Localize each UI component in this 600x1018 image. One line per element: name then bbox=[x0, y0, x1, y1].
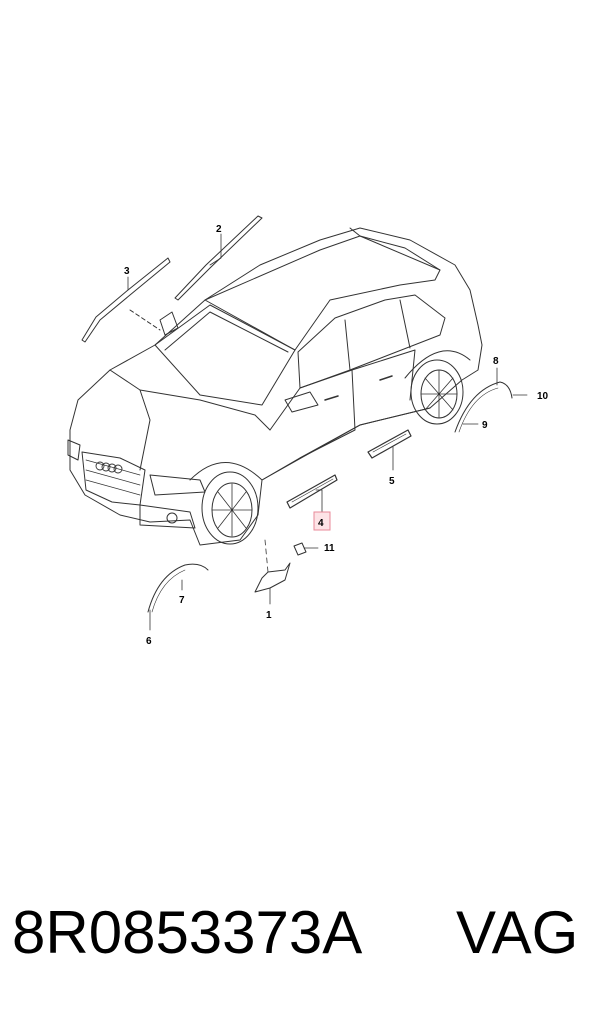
callout-9: 9 bbox=[482, 420, 488, 431]
callout-5: 5 bbox=[389, 476, 395, 487]
callout-2: 2 bbox=[216, 224, 222, 235]
part-4-sill-trim bbox=[286, 474, 338, 509]
callout-11: 11 bbox=[324, 543, 335, 554]
part-5-sill-trim bbox=[367, 429, 412, 459]
caption: 8R0853373A VAG bbox=[12, 893, 592, 983]
callout-4-highlight bbox=[313, 511, 331, 531]
part-2-roof-trim bbox=[174, 215, 263, 301]
car-body-outline bbox=[69, 227, 483, 546]
audi-rings-icon bbox=[95, 461, 123, 474]
callout-1: 1 bbox=[266, 610, 272, 621]
callout-7: 7 bbox=[179, 595, 185, 606]
part-11-clip bbox=[293, 542, 307, 556]
callout-4: 4 bbox=[318, 518, 324, 529]
car-side-windows bbox=[297, 294, 446, 389]
part-7-arch-molding bbox=[147, 563, 209, 613]
car-grille bbox=[81, 451, 146, 506]
part-number: 8R0853373A bbox=[12, 899, 363, 966]
callout-3: 3 bbox=[124, 266, 130, 277]
callout-6: 6 bbox=[146, 636, 152, 647]
part-3-roof-molding bbox=[81, 257, 171, 343]
side-mirror bbox=[284, 391, 319, 413]
callout-8: 8 bbox=[493, 356, 499, 367]
callout-10: 10 bbox=[537, 391, 549, 402]
car-windshield bbox=[154, 304, 296, 406]
parts-diagram: 1 2 3 4 5 6 7 8 9 10 11 bbox=[67, 215, 549, 647]
front-wheel bbox=[189, 462, 263, 545]
part-9-arch-molding bbox=[454, 381, 513, 433]
brand-label: VAG bbox=[456, 899, 579, 966]
rear-wheel bbox=[404, 350, 471, 425]
part-1-fender-flare bbox=[254, 562, 291, 593]
car-roof bbox=[204, 235, 441, 351]
